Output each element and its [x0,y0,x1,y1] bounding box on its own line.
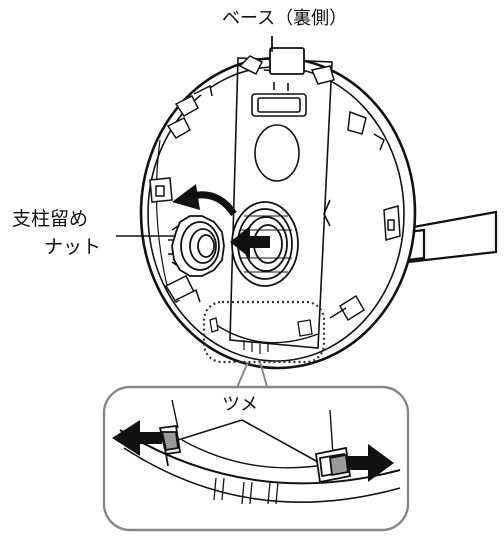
tab-leaders [177,419,319,463]
label-pillar-nut-line2: ナット [44,236,102,258]
rim-clips-right [310,65,401,322]
rotate-arrow-icon [172,184,237,217]
rim-clips-left [149,55,264,304]
stand-pole [406,210,498,264]
tab-left [158,424,182,467]
zoom-connector [235,361,269,391]
label-tab: ツメ [222,394,258,415]
top-notch [269,36,305,75]
label-base-back: ベース（裏側） [222,8,348,29]
release-arrow-left-icon [112,420,162,456]
release-arrow-right-icon [348,444,394,482]
pillar-nut [168,215,225,277]
label-pillar-nut-line1: 支柱留め [12,208,89,230]
insert-arrow-icon [230,226,270,258]
tab-callout [202,300,326,364]
tab-right [314,446,352,484]
zoom-frame [102,385,410,532]
